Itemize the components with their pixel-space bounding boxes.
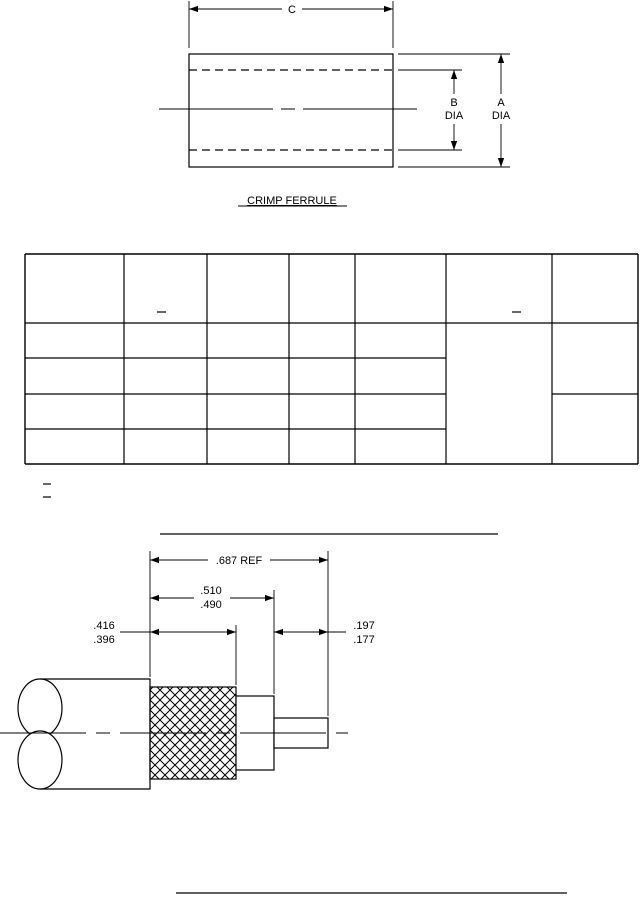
dim-a-sub-label: DIA — [492, 110, 511, 122]
cable-strip-drawing: .687 REF .510 .490 .416 .396 .197 .177 — [0, 551, 375, 790]
dim-center-min: .177 — [353, 634, 374, 646]
dim-b-label: B — [450, 97, 457, 109]
dim-a-label: A — [497, 97, 505, 109]
dim-mid-label-bg — [194, 584, 230, 612]
dim-b-sub-label: DIA — [445, 110, 464, 122]
ferrule-outline — [188, 53, 394, 168]
dim-overall-label-bg — [208, 553, 270, 567]
dim-braid-min: .396 — [93, 634, 114, 646]
crimp-ferrule-drawing: C B DIA A DIA CRIMP FERRULE — [159, 1, 511, 207]
dim-mid-min: .490 — [200, 599, 221, 611]
cable-jacket-end-bottom — [17, 730, 63, 790]
dimension-table — [24, 253, 639, 498]
dim-overall-label: .687 REF — [216, 555, 263, 567]
ferrule-title: CRIMP FERRULE — [247, 195, 337, 207]
cable-jacket-end-top — [17, 678, 63, 738]
dim-mid-max: .510 — [200, 585, 221, 597]
dim-center-max: .197 — [353, 620, 374, 632]
dim-c-label: C — [288, 4, 296, 16]
dim-braid-max: .416 — [93, 620, 114, 632]
